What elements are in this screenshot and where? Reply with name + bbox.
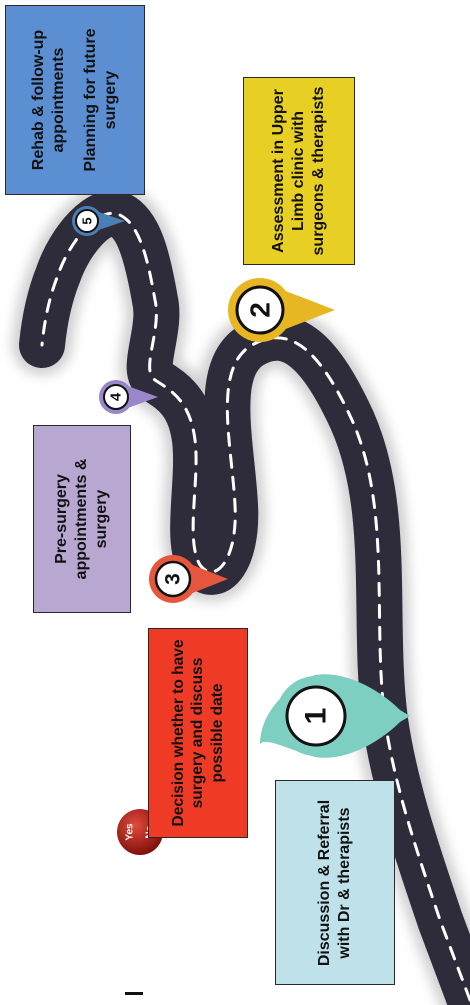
decision-text: Decision whether to have surgery and dis… (169, 633, 227, 833)
step-2-number: 2 (245, 302, 276, 318)
step-2-box: Assessment in Upper Limb clinic with sur… (243, 77, 355, 265)
step-1-number: 1 (300, 708, 333, 725)
step-5-box: Rehab & follow-up appointments Planning … (5, 5, 145, 195)
step-2-text: Assessment in Upper Limb clinic with sur… (269, 81, 329, 261)
step-5-text-line2: Planning for future surgery (82, 28, 119, 171)
step-3-number: 3 (162, 573, 185, 585)
step-3-text: Pre-surgery appointments & surgery (52, 429, 112, 609)
step-5-text: Rehab & follow-up appointments Planning … (29, 10, 121, 190)
decision-box: Decision whether to have surgery and dis… (148, 628, 248, 838)
divider (125, 992, 143, 995)
step-4-number: 4 (108, 392, 125, 401)
yes-label: Yes (125, 823, 136, 841)
step-3-box: Pre-surgery appointments & surgery (33, 425, 131, 613)
step-1-text: Discussion & Referral with Dr & therapis… (315, 785, 355, 980)
step-1-box: Discussion & Referral with Dr & therapis… (275, 780, 395, 985)
step-5-number: 5 (80, 217, 95, 224)
step-5-text-line1: Rehab & follow-up appointments (30, 30, 67, 170)
